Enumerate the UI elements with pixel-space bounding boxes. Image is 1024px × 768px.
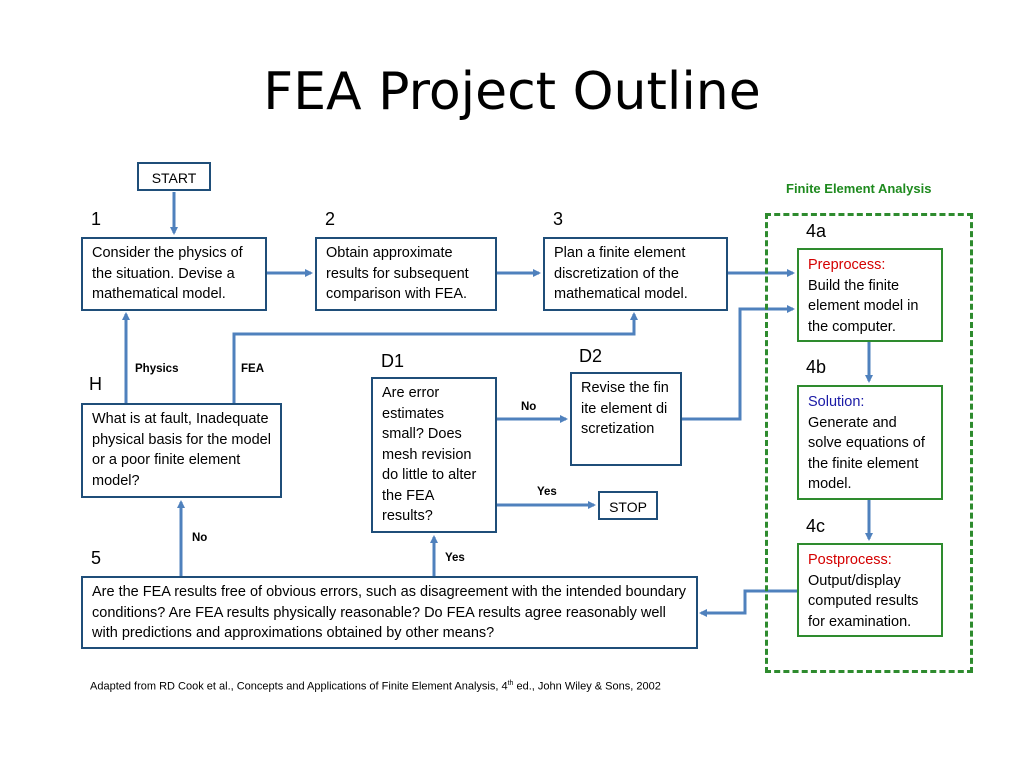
step-d1-text: Are error estimates small? Does mesh rev… <box>382 385 477 524</box>
edge-label-fea: FEA <box>241 363 264 375</box>
stop-node: STOP <box>598 491 658 520</box>
step-5-number: 5 <box>91 548 102 568</box>
edge-label-yes-5: Yes <box>445 552 465 564</box>
step-d2-text: Revise the finite element discretization <box>581 380 669 437</box>
step-4b-text: Generate and solve equations of the fini… <box>808 414 925 493</box>
step-d2-box: Revise the finite element discretization <box>570 372 682 466</box>
step-1-text: Consider the physics of the situation. D… <box>92 245 243 302</box>
step-h-box: What is at fault, Inadequate physical ba… <box>81 403 282 498</box>
fea-group-border <box>765 213 973 673</box>
step-4a-text: Build the finite element model in the co… <box>808 277 919 335</box>
step-4b-box: Solution: Generate and solve equations o… <box>797 385 943 500</box>
step-4b-number: 4b <box>806 357 827 377</box>
step-d2-number: D2 <box>579 346 603 366</box>
step-4c-text: Output/display computed results for exam… <box>808 572 919 630</box>
arrow-h-to-3 <box>232 312 638 403</box>
start-node: START <box>137 162 211 191</box>
edge-label-no-5: No <box>192 532 208 544</box>
step-d1-box: Are error estimates small? Does mesh rev… <box>371 377 497 533</box>
step-4c-box: Postprocess: Output/display computed res… <box>797 543 943 637</box>
step-h-text: What is at fault, Inadequate physical ba… <box>92 411 271 489</box>
step-2-text: Obtain approximate results for subsequen… <box>326 245 469 302</box>
step-4c-number: 4c <box>806 516 826 536</box>
step-4b-heading: Solution: <box>808 394 865 410</box>
step-3-text: Plan a finite element discretization of … <box>554 245 688 302</box>
fea-group-title: Finite Element Analysis <box>786 181 932 196</box>
citation-sup: th <box>507 680 514 687</box>
edge-label-yes-d1: Yes <box>537 486 557 498</box>
step-3-box: Plan a finite element discretization of … <box>543 237 728 311</box>
edge-label-no-d1: No <box>521 401 537 413</box>
step-5-box: Are the FEA results free of obvious erro… <box>81 576 698 649</box>
citation-pre: Adapted from RD Cook et al., Concepts an… <box>90 680 508 693</box>
step-d1-number: D1 <box>381 351 405 371</box>
arrow-4c-to-5 <box>699 589 798 617</box>
step-1-number: 1 <box>91 209 102 229</box>
step-4c-heading: Postprocess: <box>808 552 892 568</box>
step-2-box: Obtain approximate results for subsequen… <box>315 237 497 311</box>
step-4a-heading: Preprocess: <box>808 257 886 273</box>
citation-post: ed., John Wiley & Sons, 2002 <box>513 680 661 693</box>
step-3-number: 3 <box>553 209 564 229</box>
step-5-text: Are the FEA results free of obvious erro… <box>92 584 687 641</box>
page-title: FEA Project Outline <box>263 62 761 122</box>
step-4a-number: 4a <box>806 221 827 241</box>
step-4a-box: Preprocess: Build the finite element mod… <box>797 248 943 342</box>
step-h-number: H <box>89 374 102 394</box>
citation: Adapted from RD Cook et al., Concepts an… <box>90 680 661 693</box>
edge-label-physics: Physics <box>135 363 179 375</box>
step-2-number: 2 <box>325 209 336 229</box>
step-1-box: Consider the physics of the situation. D… <box>81 237 267 311</box>
